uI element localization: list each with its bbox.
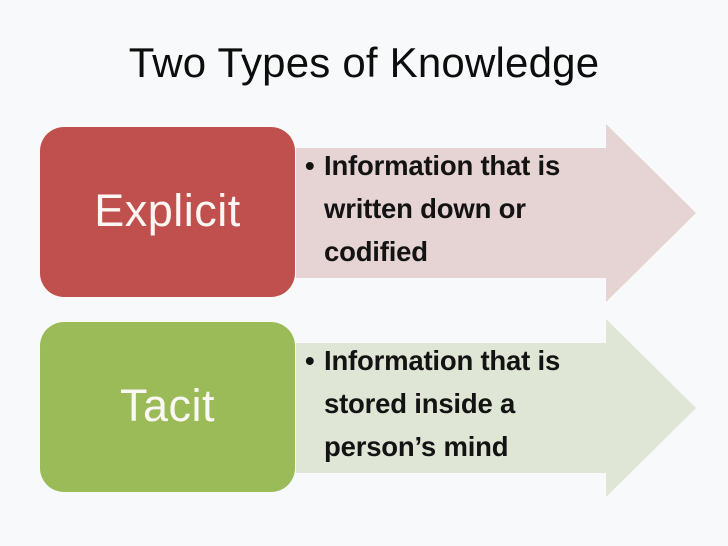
arrow-description-tacit: • Information that is stored inside a pe… [304, 339, 604, 468]
arrow-description-line: person’s mind [324, 431, 509, 462]
arrow-description-line: Information that is [324, 150, 561, 181]
knowledge-type-box-explicit[interactable]: Explicit [40, 127, 295, 297]
page-title: Two Types of Knowledge [128, 39, 600, 86]
knowledge-row-explicit: • Information that is written down or co… [0, 113, 728, 313]
knowledge-type-box-tacit[interactable]: Tacit [40, 322, 295, 492]
arrow-description-line: stored inside a [324, 388, 516, 419]
arrow-description-explicit: • Information that is written down or co… [304, 144, 604, 273]
arrow-description-line: written down or [324, 193, 526, 224]
right-arrow-shape-tacit [296, 319, 696, 497]
arrow-description-line: Information that is [324, 345, 561, 376]
bullet-icon: • [305, 150, 315, 181]
knowledge-type-label: Tacit [119, 380, 216, 431]
knowledge-row-tacit: • Information that is stored inside a pe… [0, 308, 728, 508]
right-arrow-shape-explicit [296, 124, 696, 302]
bullet-icon: • [305, 345, 315, 376]
arrow-description-line: codified [324, 236, 428, 267]
knowledge-type-label: Explicit [94, 185, 241, 236]
